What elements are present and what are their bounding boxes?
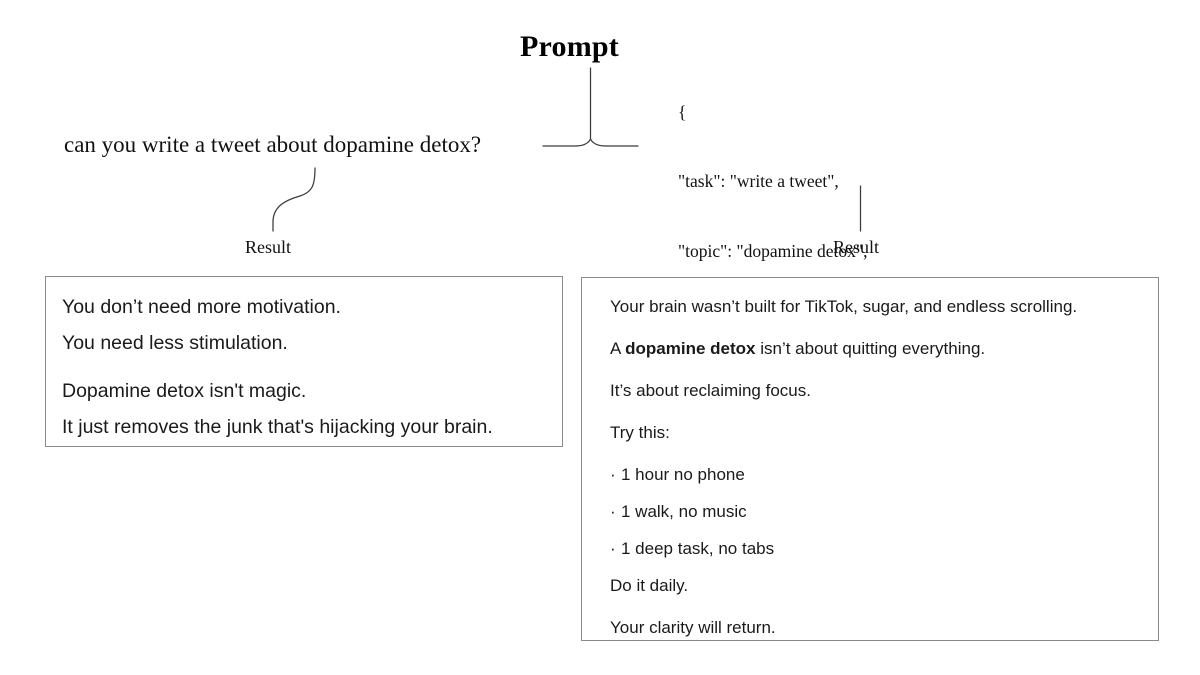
json-line-task: "task": "write a tweet", (678, 171, 839, 192)
result-right-bullet-2: · 1 walk, no music (610, 501, 1138, 522)
result-right-para-3: It’s about reclaiming focus. (610, 381, 811, 400)
result-left-line-2: You need less stimulation. (62, 332, 288, 354)
result-left-spacer (62, 361, 546, 373)
json-line-open: { (678, 101, 687, 122)
result-right-bullet-3: · 1 deep task, no tabs (610, 538, 1138, 559)
result-box-right: Your brain wasn’t built for TikTok, suga… (581, 277, 1159, 641)
result-label-left: Result (245, 237, 292, 257)
result-box-left: You don’t need more motivation. You need… (45, 276, 563, 447)
bullet-marker-icon: · (610, 465, 616, 484)
result-label-right: Result (833, 237, 880, 257)
result-right-bullet-1: · 1 hour no phone (610, 464, 1138, 485)
result-right-para-4: Try this: (610, 423, 670, 442)
page-title: Prompt (520, 30, 619, 63)
result-left-line-4: It just removes the junk that's hijackin… (62, 416, 493, 438)
result-left-line-1: You don’t need more motivation. (62, 296, 341, 318)
result-right-bullet-1-text: 1 hour no phone (621, 465, 745, 484)
result-right-para-2-prefix: A (610, 339, 626, 358)
result-left-line-3: Dopamine detox isn't magic. (62, 380, 307, 402)
bullet-marker-icon: · (610, 502, 616, 521)
bullet-marker-icon: · (610, 539, 616, 558)
result-right-para-6: Your clarity will return. (610, 618, 776, 637)
result-right-para-1: Your brain wasn’t built for TikTok, suga… (610, 297, 1078, 316)
natural-language-prompt: can you write a tweet about dopamine det… (64, 132, 482, 157)
json-line-topic: "topic": "dopamine detox", (678, 241, 868, 262)
result-right-para-5: Do it daily. (610, 576, 689, 595)
result-right-bullet-3-text: 1 deep task, no tabs (621, 539, 775, 558)
result-right-para-2-suffix: isn’t about quitting everything. (755, 339, 986, 358)
result-left-body: You don’t need more motivation. You need… (62, 289, 546, 445)
result-right-bullet-2-text: 1 walk, no music (621, 502, 747, 521)
prompt-split-bar (542, 137, 639, 147)
result-right-para-2-emphasis: dopamine detox (625, 339, 756, 358)
left-result-curve (272, 167, 316, 232)
result-right-body: Your brain wasn’t built for TikTok, suga… (610, 296, 1138, 638)
result-right-para-2: A dopamine detox isn’t about quitting ev… (610, 338, 1138, 359)
